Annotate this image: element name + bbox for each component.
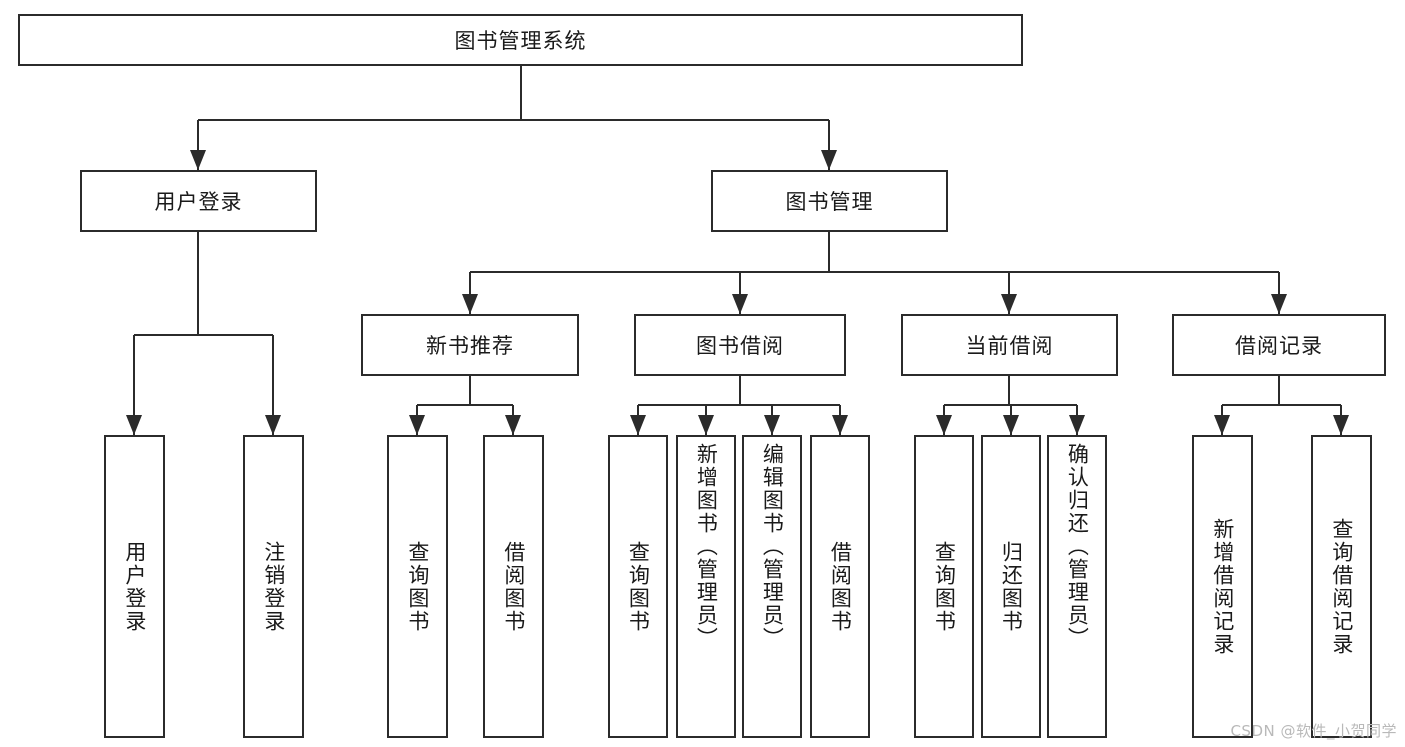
node-root-图书管理系统-label: 图书管理系统 xyxy=(454,29,587,53)
node-leaf-3[interactable]: 借阅图书 xyxy=(483,435,544,738)
node-leaf-3-label: 借阅图书 xyxy=(501,540,526,633)
arrow-head-icon-4-2 xyxy=(764,415,780,435)
node-leaf-0[interactable]: 用户登录 xyxy=(104,435,165,738)
node-leaf-4-label: 查询图书 xyxy=(626,540,651,633)
node-leaf-10[interactable]: 确认归还（管理员） xyxy=(1047,435,1107,738)
arrow-head-icon-6-1 xyxy=(1333,415,1349,435)
node-level3-2-label: 当前借阅 xyxy=(965,334,1054,358)
node-leaf-12[interactable]: 查询借阅记录 xyxy=(1311,435,1372,738)
node-leaf-2[interactable]: 查询图书 xyxy=(387,435,448,738)
arrow-head-icon-2-1 xyxy=(732,294,748,314)
node-level3-0[interactable]: 新书推荐 xyxy=(361,314,579,376)
node-leaf-7-label: 借阅图书 xyxy=(828,540,853,633)
node-leaf-11-label: 新增借阅记录 xyxy=(1210,517,1235,656)
node-level2-1[interactable]: 图书管理 xyxy=(711,170,948,232)
arrow-head-icon-0-1 xyxy=(821,150,837,170)
arrow-head-icon-4-3 xyxy=(832,415,848,435)
node-leaf-5[interactable]: 新增图书（管理员） xyxy=(676,435,736,738)
csdn-watermark: CSDN @软件_小贺同学 xyxy=(1230,722,1397,740)
arrow-head-icon-4-0 xyxy=(630,415,646,435)
node-leaf-12-label: 查询借阅记录 xyxy=(1329,517,1354,656)
node-level2-0[interactable]: 用户登录 xyxy=(80,170,317,232)
arrow-head-icon-0-0 xyxy=(190,150,206,170)
node-leaf-2-label: 查询图书 xyxy=(405,540,430,633)
arrow-head-icon-2-0 xyxy=(462,294,478,314)
node-root-图书管理系统[interactable]: 图书管理系统 xyxy=(18,14,1023,66)
node-level3-3-label: 借阅记录 xyxy=(1235,334,1323,358)
arrow-head-icon-3-0 xyxy=(409,415,425,435)
node-leaf-9[interactable]: 归还图书 xyxy=(981,435,1041,738)
node-level2-0-label: 用户登录 xyxy=(154,190,243,214)
arrow-head-icon-1-1 xyxy=(265,415,281,435)
node-leaf-5-label: 新增图书（管理员） xyxy=(694,443,719,650)
node-leaf-8-label: 查询图书 xyxy=(932,540,957,633)
arrow-head-icon-2-2 xyxy=(1001,294,1017,314)
node-leaf-6[interactable]: 编辑图书（管理员） xyxy=(742,435,802,738)
node-leaf-1-label: 注销登录 xyxy=(261,540,286,633)
arrow-head-icon-2-3 xyxy=(1271,294,1287,314)
node-leaf-7[interactable]: 借阅图书 xyxy=(810,435,870,738)
node-leaf-11[interactable]: 新增借阅记录 xyxy=(1192,435,1253,738)
node-leaf-10-label: 确认归还（管理员） xyxy=(1065,443,1090,650)
node-leaf-9-label: 归还图书 xyxy=(999,540,1024,633)
node-level3-2[interactable]: 当前借阅 xyxy=(901,314,1118,376)
node-level3-1-label: 图书借阅 xyxy=(696,334,784,358)
node-level2-1-label: 图书管理 xyxy=(785,190,874,214)
arrow-head-icon-1-0 xyxy=(126,415,142,435)
node-leaf-6-label: 编辑图书（管理员） xyxy=(760,443,785,650)
node-leaf-4[interactable]: 查询图书 xyxy=(608,435,668,738)
arrow-head-icon-3-1 xyxy=(505,415,521,435)
node-level3-3[interactable]: 借阅记录 xyxy=(1172,314,1386,376)
node-leaf-0-label: 用户登录 xyxy=(122,540,147,633)
node-level3-1[interactable]: 图书借阅 xyxy=(634,314,846,376)
arrow-head-icon-5-0 xyxy=(936,415,952,435)
node-level3-0-label: 新书推荐 xyxy=(426,334,514,358)
arrow-head-icon-5-1 xyxy=(1003,415,1019,435)
arrow-head-icon-5-2 xyxy=(1069,415,1085,435)
node-leaf-1[interactable]: 注销登录 xyxy=(243,435,304,738)
arrow-head-icon-6-0 xyxy=(1214,415,1230,435)
arrow-head-icon-4-1 xyxy=(698,415,714,435)
node-leaf-8[interactable]: 查询图书 xyxy=(914,435,974,738)
